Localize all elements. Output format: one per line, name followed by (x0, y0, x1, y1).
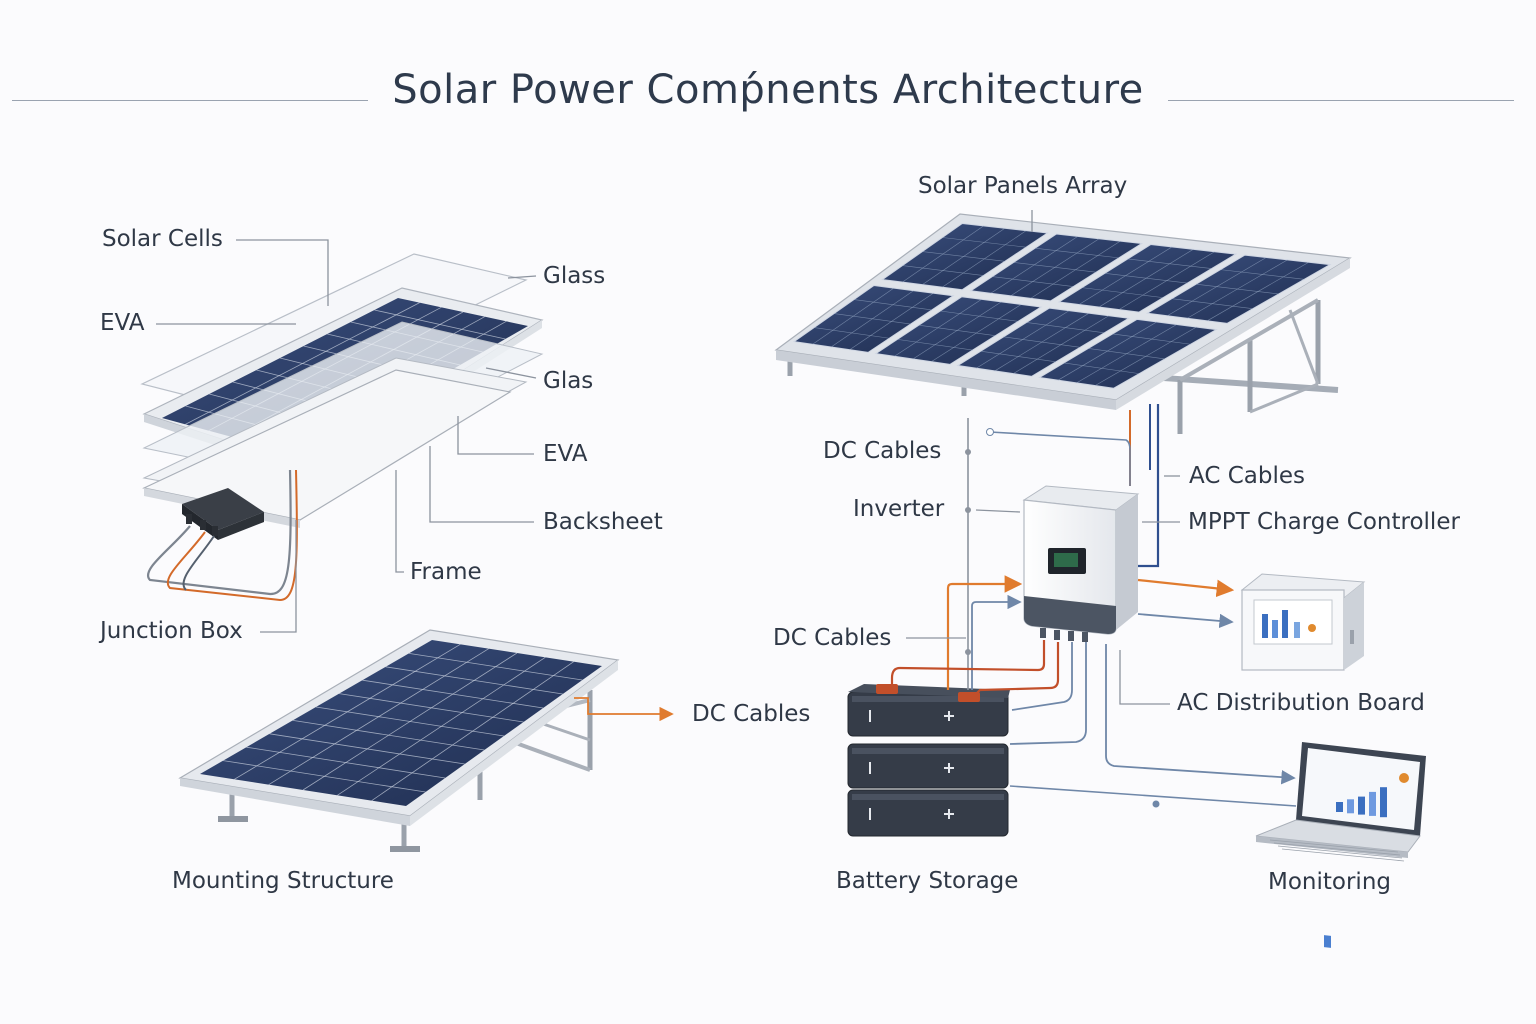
label-eva-mid: EVA (543, 441, 588, 467)
label-glass-mid: Glas (543, 368, 594, 394)
mounted-panel (178, 629, 620, 852)
label-glass-top: Glass (543, 263, 606, 289)
label-inverter: Inverter (853, 496, 945, 522)
connections (574, 404, 1297, 808)
solar-array (774, 213, 1352, 434)
label-solar-cells: Solar Cells (102, 226, 223, 252)
label-eva-top: EVA (100, 310, 145, 336)
inverter-unit (1022, 485, 1140, 642)
battery-module (847, 743, 1009, 789)
label-battery-storage: Battery Storage (836, 868, 1019, 894)
label-dc-cables-batt: DC Cables (773, 625, 892, 651)
battery-stack (847, 684, 1010, 837)
label-monitoring: Monitoring (1268, 869, 1391, 895)
title-rule-left (12, 100, 368, 101)
label-ac-distribution: AC Distribution Board (1177, 690, 1425, 716)
label-solar-panels-array: Solar Panels Array (918, 173, 1128, 199)
exploded-panel (140, 253, 544, 602)
label-junction-box: Junction Box (100, 618, 243, 644)
page-title: Solar Power Comṕnents Architecture (392, 67, 1144, 113)
label-backsheet: Backsheet (543, 509, 663, 535)
label-mounting-structure: Mounting Structure (172, 868, 394, 894)
monitoring-laptop (1255, 742, 1426, 948)
label-frame: Frame (410, 559, 482, 585)
label-ac-cables: AC Cables (1189, 463, 1305, 489)
label-dc-cables-top: DC Cables (823, 438, 942, 464)
title-rule-right (1168, 100, 1514, 101)
leader-lines (156, 210, 1180, 705)
label-mppt: MPPT Charge Controller (1188, 509, 1460, 535)
battery-module (847, 789, 1009, 837)
junction-box (182, 488, 264, 540)
label-dc-cables-mount: DC Cables (692, 701, 811, 727)
distribution-board (1240, 573, 1366, 671)
